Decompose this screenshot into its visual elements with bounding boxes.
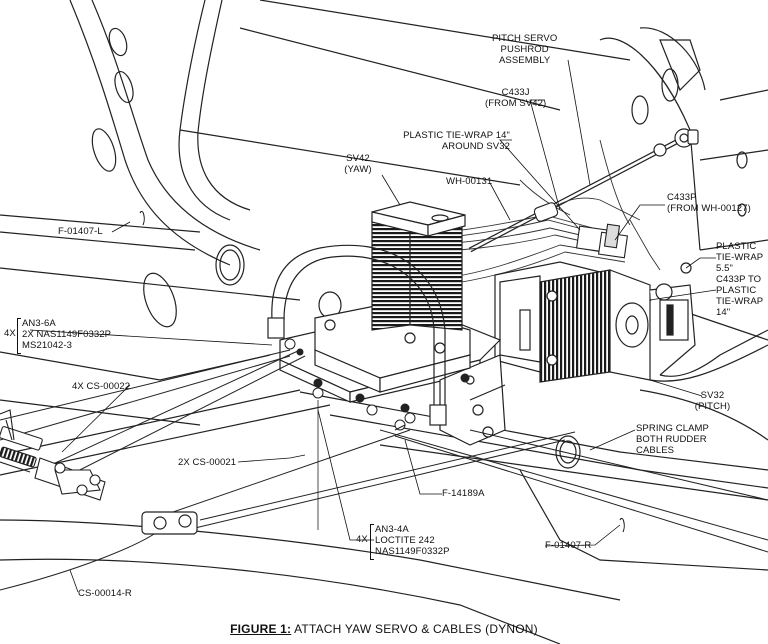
lightening-holes <box>91 27 748 469</box>
cable-turnbuckle <box>141 511 198 535</box>
label-spring-clamp: SPRING CLAMP BOTH RUDDER CABLES <box>636 423 709 456</box>
label-wh-00131: WH-00131 <box>446 176 493 187</box>
label-f-01407-r: F-01407-R <box>545 540 592 551</box>
sv32-pitch-servo <box>494 261 768 383</box>
figure-caption: FIGURE 1: ATTACH YAW SERVO & CABLES (DYN… <box>0 622 768 636</box>
leader-lines <box>29 59 717 593</box>
label-bracket <box>370 524 374 560</box>
label-sv32-pitch: SV32 (PITCH) <box>694 390 731 412</box>
exploded-hardware <box>284 338 470 530</box>
label-f-14189a: F-14189A <box>442 488 485 499</box>
label-cs-00022: 4X CS-00022 <box>72 381 131 392</box>
figure-caption-text: ATTACH YAW SERVO & CABLES (DYNON) <box>291 622 538 636</box>
label-pitch-servo-pushrod: PITCH SERVO PUSHROD ASSEMBLY <box>492 33 558 66</box>
label-cs-00014-r: CS-00014-R <box>78 588 132 599</box>
sv42-yaw-servo <box>314 201 471 393</box>
label-tie-wrap-right: PLASTIC TIE-WRAP 5.5" C433P TO PLASTIC T… <box>716 241 764 318</box>
label-cs-00021: 2X CS-00021 <box>178 457 237 468</box>
pitch-servo-pushrod <box>468 128 699 253</box>
label-an3-4a-qty: 4X <box>356 534 368 545</box>
cable-end-hardware <box>0 409 106 501</box>
rudder-cable-loop <box>267 244 447 426</box>
label-f-01407-l: F-01407-L <box>58 226 103 237</box>
label-c433p: C433P (FROM WH-00127) <box>667 192 751 214</box>
label-bracket <box>17 318 21 354</box>
label-an3-4a-group: AN3-4A LOCTITE 242 NAS1149F0332P <box>375 524 450 557</box>
label-sv42-yaw: SV42 (YAW) <box>344 153 372 175</box>
label-tie-wrap-around-sv32: PLASTIC TIE-WRAP 14" AROUND SV32 <box>403 130 510 152</box>
connectors <box>533 202 629 259</box>
figure-caption-prefix: FIGURE 1: <box>230 622 292 636</box>
control-cables <box>0 349 768 591</box>
break-symbols <box>139 211 625 533</box>
label-an3-6a-qty: 4X <box>4 328 16 339</box>
label-an3-6a-group: AN3-6A 2X NAS1149F0332P MS21042-3 <box>22 318 112 351</box>
label-c433j: C433J (FROM SV42) <box>485 87 547 109</box>
